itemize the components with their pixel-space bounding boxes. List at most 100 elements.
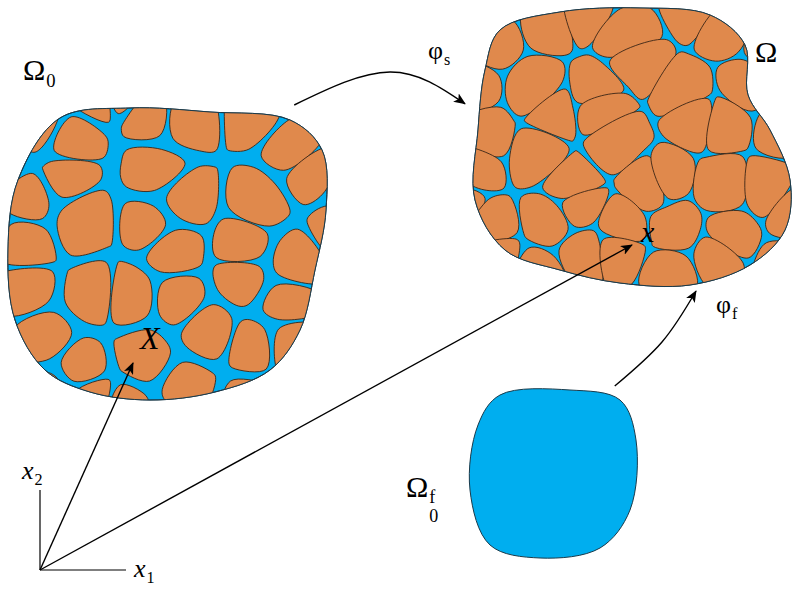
solid-grain [118,428,157,458]
solid-grain [64,261,111,326]
solid-grain [414,0,464,15]
solid-grain [206,416,261,456]
solid-grain [672,293,720,340]
symbol: Ω [755,35,777,68]
solid-grain [799,233,806,295]
point-label: x [641,217,654,247]
solid-grain [693,154,748,212]
subscript: 0 [429,507,438,526]
solid-grain [307,206,375,260]
solid-grain [613,292,672,341]
solid-grain [0,102,2,164]
index-stack: 0f [429,488,438,526]
region-node: Ωx [465,3,795,291]
solid-grain [461,0,521,14]
solid-grain [212,218,268,261]
axis-x1 [40,569,126,570]
solid-grain [0,173,49,220]
region-outline [466,386,641,562]
symbol: x [641,215,654,248]
solid-grain [458,145,507,191]
solid-grain [181,305,232,360]
subscript: f [732,305,737,322]
solid-grain [749,241,805,296]
solid-grain [800,39,806,99]
subscript: 1 [147,569,155,586]
solid-grain [277,376,332,436]
solid-grain [659,0,724,1]
solid-grain [147,229,205,272]
solid-grain [559,230,603,289]
subscript: 0 [46,70,55,91]
solid-grain [54,117,109,160]
solid-grain [222,50,276,91]
solid-grain [327,54,382,111]
solid-grain [213,262,264,306]
solid-grain [780,0,806,13]
solid-grain [57,190,113,256]
fluid-region [469,389,637,559]
solid-grain [111,261,152,325]
solid-grain [694,237,745,289]
solid-grain [715,290,765,342]
solid-grain [419,188,485,237]
solid-grain [766,188,806,239]
symbol: x [134,554,146,583]
solid-grain [61,337,106,381]
solid-grain [263,284,325,320]
solid-grain [800,174,806,233]
solid-grain [0,320,2,379]
region-node: Ω0X [5,105,330,403]
solid-grain [455,107,516,157]
solid-grain [694,3,752,62]
solid-grain [520,0,572,56]
solid-grain [0,373,23,429]
mapping-arrow [615,291,696,386]
axis-label: x2 [22,458,43,488]
solid-grain [331,165,383,216]
symbol: X [140,320,160,356]
solid-grain [612,0,662,2]
solid-grain [11,312,71,362]
solid-grain [334,313,385,375]
solid-grain [17,430,64,458]
solid-grain [414,91,453,151]
solid-grain [796,0,806,43]
solid-grain [336,114,384,165]
solid-grain [170,90,220,152]
solid-grain [148,49,213,87]
solid-grain [67,424,113,456]
solid-grain [598,194,646,242]
solid-grain [651,142,695,199]
solid-grain [416,30,466,89]
solid-grain [274,322,328,371]
solid-grain [504,301,552,341]
solid-grain [121,91,166,139]
solid-grain [707,97,753,154]
solid-grain [415,281,466,336]
solid-grain [109,384,149,426]
superscript: f [429,488,438,507]
region-border [473,8,791,287]
solid-grain [416,146,460,203]
solid-grain [62,57,111,123]
solid-grain [639,250,698,299]
solid-grain [803,142,806,185]
axis-label: x1 [134,556,155,586]
solid-grain [519,193,568,246]
region-label: Ω [755,37,777,67]
grain-group [0,49,386,458]
symbol: x [22,456,34,485]
solid-grain [154,411,201,456]
region-node: Ω0f [466,386,641,562]
mapping-arrow [294,72,465,105]
solid-grain [162,362,216,410]
symbol: φ [428,36,443,65]
solid-grain [722,0,772,8]
point-label: X [140,322,160,354]
solid-grain [327,423,377,456]
solid-grain [166,166,218,225]
solid-grain [0,409,8,457]
region-label: Ω0f [406,472,438,526]
